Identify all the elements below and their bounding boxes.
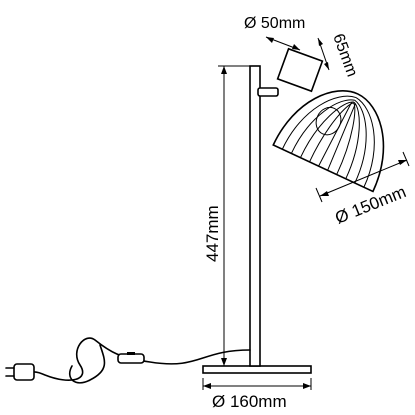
plug-icon	[5, 363, 35, 381]
lamp-neck	[276, 47, 324, 93]
total-height-label: 447mm	[203, 205, 222, 262]
neck-height-label: 65mm	[329, 32, 360, 80]
joint-knob-icon	[257, 87, 279, 97]
neck-diameter-label: Ø 50mm	[244, 15, 305, 32]
neck-height-dimension: 65mm	[317, 32, 360, 80]
height-dimension: 447mm	[203, 65, 250, 367]
lamp-base	[202, 365, 312, 374]
power-cable	[19, 337, 251, 384]
lamp-shade	[272, 90, 385, 193]
base-diameter-dimension: Ø 160mm	[202, 378, 312, 411]
neck-diameter-dimension: Ø 50mm	[244, 15, 305, 51]
inline-switch-icon	[117, 352, 145, 364]
base-diameter-label: Ø 160mm	[212, 392, 287, 411]
lamp-pole	[249, 65, 261, 367]
